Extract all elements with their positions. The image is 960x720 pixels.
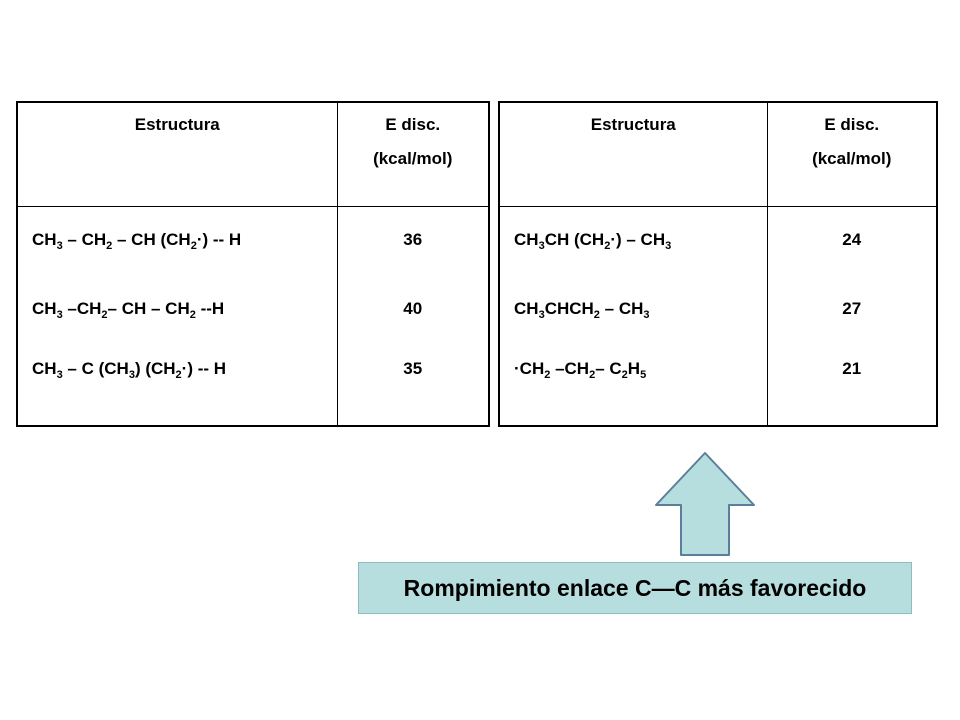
table-row: CH3 – C (CH3) (CH2·) -- H 35 <box>16 345 490 426</box>
energy-cell: 35 <box>336 345 490 426</box>
structure-cell: CH3 – CH2 – CH (CH2·) -- H <box>16 206 338 274</box>
subscript: 2 <box>593 309 600 322</box>
energy-cell: 40 <box>336 273 490 346</box>
subscript: 2 <box>604 240 611 253</box>
header-row: Estructura E disc. (kcal/mol) <box>16 102 490 208</box>
table-row: CH3CHCH2 – CH3 27 <box>498 273 938 346</box>
subscript: 5 <box>640 369 647 382</box>
energy-header: E disc. (kcal/mol) <box>766 102 938 208</box>
structure-cell: ·CH2 –CH2– C2H5 <box>498 345 768 426</box>
energy-cell: 27 <box>766 273 938 346</box>
up-arrow-icon <box>655 452 755 556</box>
subscript: 2 <box>175 369 182 382</box>
energy-header: E disc. (kcal/mol) <box>336 102 490 208</box>
energy-table-left: Estructura E disc. (kcal/mol) CH3 – CH2 … <box>16 101 490 427</box>
subscript: 3 <box>56 369 63 382</box>
table-row: CH3 – CH2 – CH (CH2·) -- H 36 <box>16 206 490 274</box>
energy-cell: 21 <box>766 345 938 426</box>
energy-cell: 36 <box>336 206 490 274</box>
subscript: 2 <box>189 309 196 322</box>
subscript: 2 <box>589 369 596 382</box>
subscript: 2 <box>190 240 197 253</box>
subscript: 3 <box>128 369 135 382</box>
table-row: CH3 –CH2– CH – CH2 --H 40 <box>16 273 490 346</box>
header-row: Estructura E disc. (kcal/mol) <box>498 102 938 208</box>
energy-cell: 24 <box>766 206 938 274</box>
subscript: 2 <box>101 309 108 322</box>
caption-text: Rompimiento enlace C—C más favorecido <box>403 574 867 601</box>
structure-cell: CH3 – C (CH3) (CH2·) -- H <box>16 345 338 426</box>
structure-cell: CH3 –CH2– CH – CH2 --H <box>16 273 338 346</box>
structure-header: Estructura <box>498 102 768 208</box>
table-row: CH3CH (CH2·) – CH3 24 <box>498 206 938 274</box>
structure-cell: CH3CHCH2 – CH3 <box>498 273 768 346</box>
subscript: 2 <box>106 240 113 253</box>
subscript: 3 <box>538 309 545 322</box>
structure-header: Estructura <box>16 102 338 208</box>
subscript: 3 <box>643 309 650 322</box>
subscript: 3 <box>665 240 672 253</box>
subscript: 2 <box>544 369 551 382</box>
structure-cell: CH3CH (CH2·) – CH3 <box>498 206 768 274</box>
subscript: 3 <box>538 240 545 253</box>
subscript: 3 <box>56 309 63 322</box>
subscript: 2 <box>621 369 628 382</box>
caption-box: Rompimiento enlace C—C más favorecido <box>358 562 912 614</box>
subscript: 3 <box>56 240 63 253</box>
table-row: ·CH2 –CH2– C2H5 21 <box>498 345 938 426</box>
energy-table-right: Estructura E disc. (kcal/mol) CH3CH (CH2… <box>498 101 938 427</box>
